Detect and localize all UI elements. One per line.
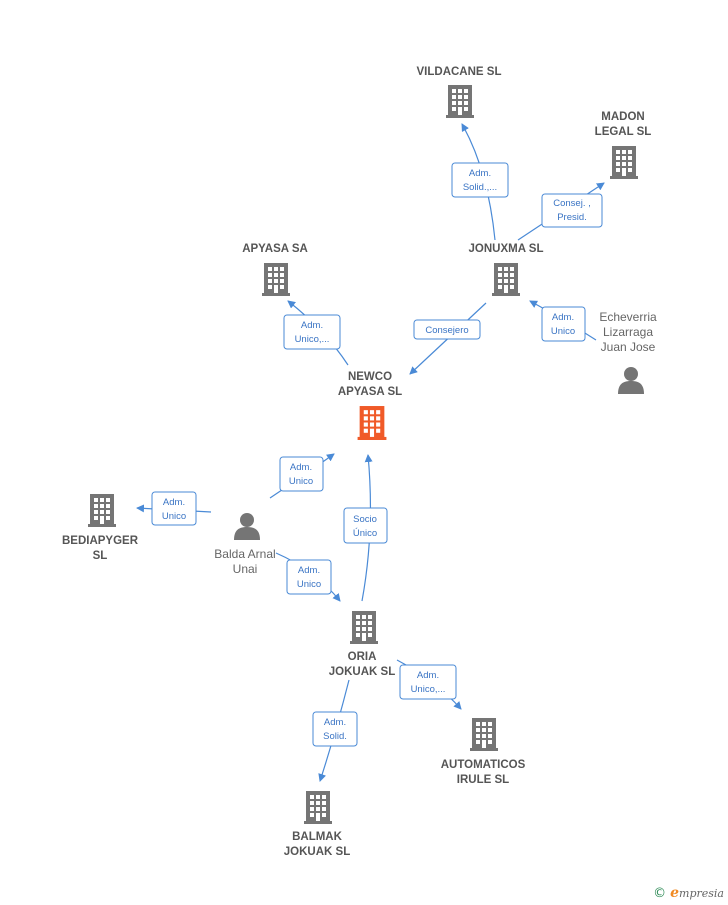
edge-label-line: Solid. <box>323 731 347 742</box>
building-icon <box>492 263 520 296</box>
building-icon <box>470 718 498 751</box>
edge-label-line: Adm. <box>417 670 439 681</box>
edge-label-line: Adm. <box>290 462 312 473</box>
building-icon <box>350 611 378 644</box>
person-label: Echeverria <box>599 310 657 324</box>
edge-jonuxma-newco[interactable]: Consejero <box>409 302 487 375</box>
node-newco-apyasa[interactable]: NEWCO APYASA SL <box>338 371 402 440</box>
edge-label-line: Unico <box>551 326 575 337</box>
edge-label-line: Adm. <box>301 320 323 331</box>
node-jonuxma[interactable]: JONUXMA SL <box>469 243 544 296</box>
person-label: Balda Arnal <box>214 547 275 561</box>
node-madon[interactable]: MADON LEGAL SL <box>595 111 652 179</box>
node-label: JONUXMA SL <box>469 243 544 255</box>
building-icon <box>357 406 387 440</box>
edge-label-line: Adm. <box>469 168 491 179</box>
edge-label-line: Socio <box>353 514 377 525</box>
person-label: Juan Jose <box>601 340 656 354</box>
building-icon <box>304 791 332 824</box>
edge-label-line: Unico <box>289 476 313 487</box>
node-bediapyger[interactable]: BEDIAPYGER SL <box>62 494 139 562</box>
edge-label-line: Unico,... <box>295 334 330 345</box>
edge-balda-newco[interactable]: Adm. Unico <box>269 453 335 499</box>
person-icon <box>234 513 260 540</box>
edge-label-line: Adm. <box>298 565 320 576</box>
nodes: VILDACANE SL MADON LEGAL SL APYASA SA JO… <box>62 66 657 858</box>
brand-logo[interactable]: empresia <box>670 885 724 901</box>
edge-label-line: Único <box>353 528 377 539</box>
node-label: VILDACANE SL <box>417 66 502 78</box>
person-icon <box>618 367 644 394</box>
node-label: NEWCO <box>348 371 392 383</box>
edge-oria-newco[interactable]: Socio Único <box>343 454 388 602</box>
node-label: LEGAL SL <box>595 126 652 138</box>
edge-label-line: Adm. <box>324 717 346 728</box>
node-label: BEDIAPYGER <box>62 535 139 547</box>
edge-newco-apyasa[interactable]: Adm. Unico,... <box>283 300 349 366</box>
node-label: BALMAK <box>292 831 343 843</box>
node-vildacane[interactable]: VILDACANE SL <box>417 66 502 118</box>
building-icon <box>262 263 290 296</box>
node-label: SL <box>93 550 108 562</box>
edges: Adm. Solid.,... Consej. , Presid. Adm. U… <box>136 123 605 782</box>
node-balda-arnal[interactable]: Balda Arnal Unai <box>214 513 276 576</box>
node-label: APYASA SL <box>338 386 402 398</box>
copyright-icon: © <box>653 885 667 901</box>
edge-jonuxma-vildacane[interactable]: Adm. Solid.,... <box>451 123 509 241</box>
edge-label-line: Unico <box>297 579 321 590</box>
node-label: JOKUAK SL <box>329 666 395 678</box>
node-automaticos[interactable]: AUTOMATICOS IRULE SL <box>441 718 526 786</box>
node-apyasa[interactable]: APYASA SA <box>242 243 308 296</box>
building-icon <box>88 494 116 527</box>
node-label: IRULE SL <box>457 774 509 786</box>
brand-initial: e <box>670 885 680 901</box>
brand-name: mpresia <box>679 887 724 900</box>
edge-label-line: Adm. <box>163 497 185 508</box>
edge-oria-automaticos[interactable]: Adm. Unico,... <box>396 659 462 710</box>
edge-label-line: Solid.,... <box>463 182 497 193</box>
person-label: Unai <box>233 562 258 576</box>
node-balmak[interactable]: BALMAK JOKUAK SL <box>284 791 350 858</box>
building-icon <box>446 85 474 118</box>
edge-balda-oria[interactable]: Adm. Unico <box>275 552 341 602</box>
edge-balda-bediapyger[interactable]: Adm. Unico <box>136 491 212 526</box>
edge-label-line: Consej. , <box>553 198 591 209</box>
node-echeverria[interactable]: Echeverria Lizarraga Juan Jose <box>599 310 657 394</box>
footer-brand: © empresia <box>653 885 724 901</box>
edge-label-line: Adm. <box>552 312 574 323</box>
edge-echeverria-jonuxma[interactable]: Adm. Unico <box>529 300 597 342</box>
node-label: AUTOMATICOS <box>441 759 526 771</box>
node-label: JOKUAK SL <box>284 846 350 858</box>
edge-label-line: Presid. <box>557 212 587 223</box>
node-label: APYASA SA <box>242 243 308 255</box>
edge-label-line: Unico,... <box>411 684 446 695</box>
node-oria[interactable]: ORIA JOKUAK SL <box>329 611 395 678</box>
edge-label-line: Unico <box>162 511 186 522</box>
node-label: ORIA <box>348 651 377 663</box>
edge-jonuxma-madon[interactable]: Consej. , Presid. <box>517 182 605 241</box>
edge-oria-balmak[interactable]: Adm. Solid. <box>312 679 358 782</box>
building-icon <box>610 146 638 179</box>
edge-label-line: Consejero <box>425 325 468 336</box>
person-label: Lizarraga <box>603 325 653 339</box>
node-label: MADON <box>601 111 644 123</box>
